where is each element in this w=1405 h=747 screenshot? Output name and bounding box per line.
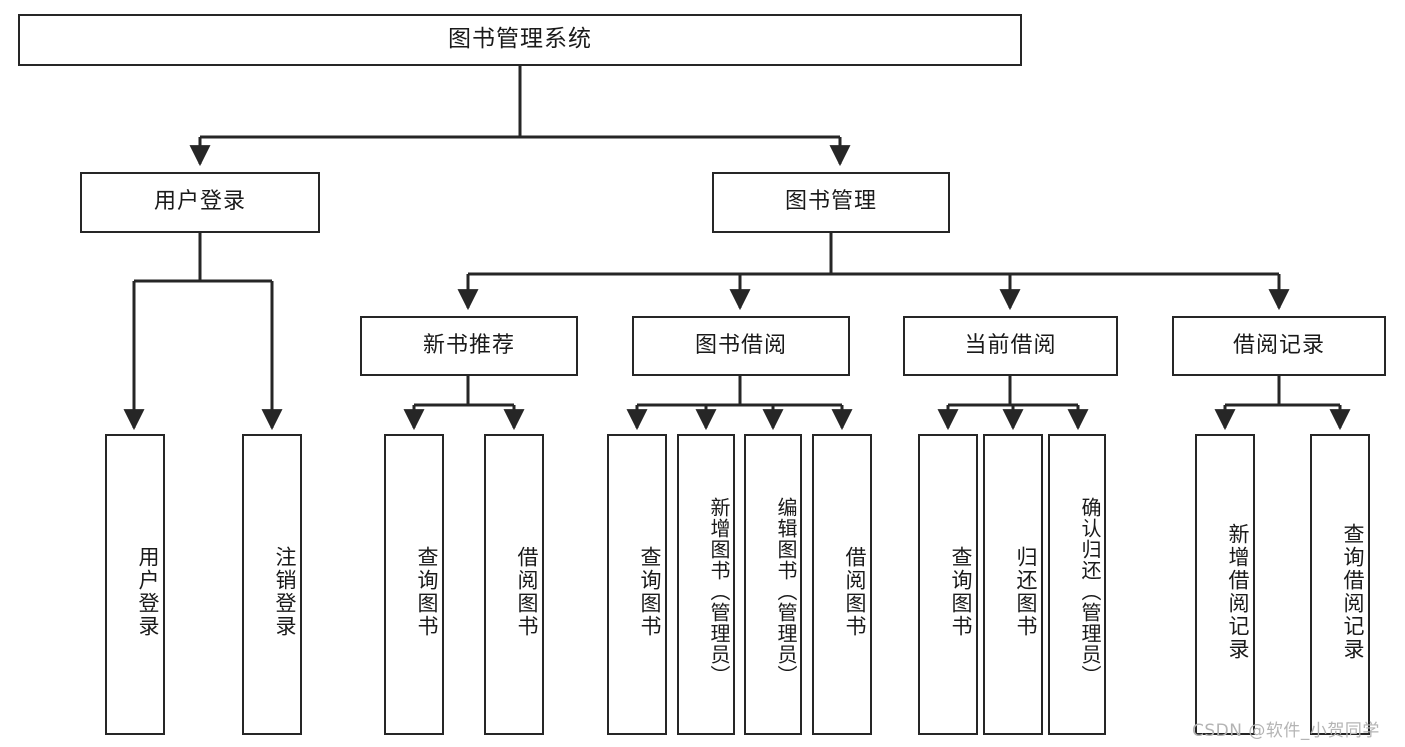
node-current-borrow[interactable]: 当前借阅 [903, 316, 1118, 376]
node-leaf-add-book[interactable]: 新增图书（管理员） [677, 434, 735, 735]
node-leaf-confirm-return[interactable]: 确认归还（管理员） [1048, 434, 1106, 735]
node-user-login[interactable]: 用户登录 [80, 172, 320, 233]
node-leaf-query-book-1[interactable]: 查询图书 [384, 434, 444, 735]
node-leaf-logout[interactable]: 注销登录 [242, 434, 302, 735]
node-leaf-user-login[interactable]: 用户登录 [105, 434, 165, 735]
node-leaf-query-book-2[interactable]: 查询图书 [607, 434, 667, 735]
node-root[interactable]: 图书管理系统 [18, 14, 1022, 66]
node-book-manage[interactable]: 图书管理 [712, 172, 950, 233]
node-leaf-borrow-book-2[interactable]: 借阅图书 [812, 434, 872, 735]
node-leaf-edit-book[interactable]: 编辑图书（管理员） [744, 434, 802, 735]
node-leaf-query-record[interactable]: 查询借阅记录 [1310, 434, 1370, 735]
node-leaf-return-book[interactable]: 归还图书 [983, 434, 1043, 735]
node-leaf-add-record[interactable]: 新增借阅记录 [1195, 434, 1255, 735]
node-leaf-borrow-book-1[interactable]: 借阅图书 [484, 434, 544, 735]
node-leaf-query-book-3[interactable]: 查询图书 [918, 434, 978, 735]
node-book-borrow[interactable]: 图书借阅 [632, 316, 850, 376]
node-new-book-recommend[interactable]: 新书推荐 [360, 316, 578, 376]
node-borrow-record[interactable]: 借阅记录 [1172, 316, 1386, 376]
